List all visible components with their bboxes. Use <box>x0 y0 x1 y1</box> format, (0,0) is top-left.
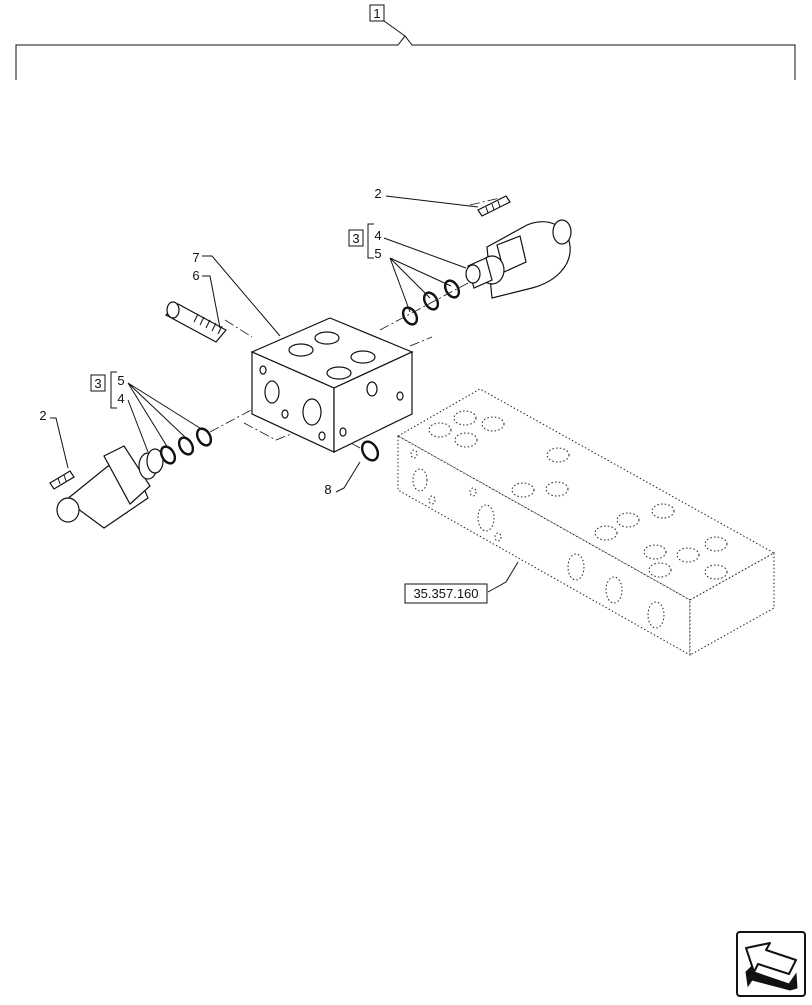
callout-screw-left: 2 <box>39 408 46 423</box>
reference-manifold: 35.357.160 <box>396 388 776 656</box>
callout-oring: 8 <box>324 482 331 497</box>
callout-capscrew: 6 <box>192 268 199 283</box>
callout-kit-top-b: 5 <box>374 246 381 261</box>
callout-block: 7 <box>192 250 199 265</box>
next-page-arrow-icon[interactable] <box>736 931 806 997</box>
kit-left-callout-box <box>90 374 106 392</box>
top-solenoid-valve <box>465 195 572 299</box>
callout-kit-left-b: 4 <box>117 391 124 406</box>
left-solenoid-valve <box>49 445 164 529</box>
reference-callout-box <box>404 583 488 604</box>
assembly-callout: 1 <box>373 6 380 21</box>
top-o-rings <box>401 279 461 326</box>
cap-screw <box>164 301 227 343</box>
assembly-callout-box <box>369 4 385 22</box>
assembly-bracket: 1 <box>15 4 796 80</box>
callouts: 2 3 4 5 7 6 3 5 4 2 8 <box>39 186 479 497</box>
callout-kit-left: 3 <box>94 376 101 391</box>
callout-kit-top: 3 <box>352 231 359 246</box>
manifold-front-ports <box>410 449 665 629</box>
block-o-ring <box>360 440 380 462</box>
callout-screw-top: 2 <box>374 186 381 201</box>
callout-kit-left-a: 5 <box>117 373 124 388</box>
manifold-top-ports <box>428 410 728 580</box>
left-o-rings <box>159 427 213 465</box>
reference-callout: 35.357.160 <box>413 586 478 601</box>
kit-top-callout-box <box>348 229 364 247</box>
callout-kit-top-a: 4 <box>374 228 381 243</box>
valve-block <box>250 317 414 453</box>
